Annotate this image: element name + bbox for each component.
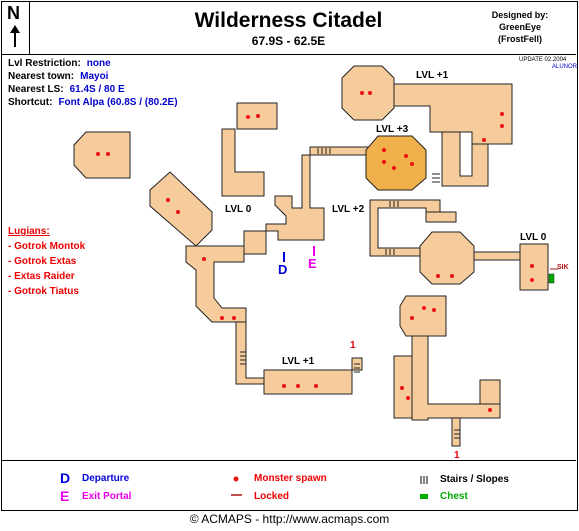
- label-lvl1-bottom: LVL +1: [282, 356, 315, 367]
- header: N Wilderness Citadel 67.9S - 62.5E Desig…: [1, 1, 576, 55]
- corridor: [425, 211, 457, 223]
- label-lvl2: LVL +2: [332, 204, 365, 215]
- room: [73, 131, 131, 179]
- legend-divider: [1, 460, 576, 461]
- room: [221, 128, 265, 197]
- update-author: ALUNOR: [552, 64, 578, 70]
- legend-chest: Chest: [440, 491, 468, 502]
- credits: Designed by: GreenEye (FrostFell): [470, 9, 570, 45]
- legend-exit: Exit Portal: [82, 491, 132, 502]
- map-title: Wilderness Citadel: [194, 9, 383, 32]
- monster-spawn-icon: [96, 91, 534, 412]
- label-lvl3: LVL +3: [376, 124, 409, 135]
- room: [263, 357, 363, 395]
- legend-chest-icon: [420, 494, 428, 499]
- legend-locked: Locked: [254, 491, 290, 502]
- room: [393, 83, 513, 145]
- marker-1: 1: [350, 340, 356, 351]
- footer-copyright: © ACMAPS - http://www.acmaps.com: [189, 512, 390, 526]
- legend-monster: Monster spawn: [254, 473, 327, 484]
- legend-departure: Departure: [82, 473, 130, 484]
- lugians-title: Lugians:: [8, 226, 50, 237]
- chest-icon: [548, 273, 555, 284]
- legend-exit-mark: E: [60, 488, 70, 504]
- legend-spawn-icon: [233, 476, 239, 482]
- corridor: [411, 335, 501, 447]
- legend-stairs-icon: [420, 476, 428, 484]
- corridor: [473, 251, 521, 261]
- departure-marker: D: [278, 262, 288, 277]
- info-lvl: Lvl Restriction:none: [8, 58, 111, 69]
- legend-departure-mark: D: [60, 470, 71, 486]
- info-shortcut: Shortcut:Font Alpa (60.8S / (80.2E): [8, 97, 178, 108]
- lugian-item: - Gotrok Tiatus: [8, 286, 79, 297]
- lugian-item: - Gotrok Extas: [8, 256, 77, 267]
- corridor: [243, 154, 325, 255]
- exit-marker: E: [308, 256, 317, 271]
- info-ls: Nearest LS:61.4S / 80 E: [8, 84, 125, 95]
- north-label: N: [7, 3, 20, 23]
- room: [419, 231, 475, 285]
- map-coordinates: 67.9S - 62.5E: [251, 34, 326, 48]
- legend-locked-icon: [231, 494, 242, 496]
- stairs-icon: [240, 148, 460, 439]
- compass: N: [1, 1, 30, 54]
- corridor: [235, 321, 265, 385]
- label-lvl1-top: LVL +1: [416, 70, 449, 81]
- marker-1: 1: [454, 450, 460, 461]
- room-lvl3: [365, 135, 427, 191]
- north-arrow-icon: [10, 25, 20, 47]
- info-town: Nearest town:Mayoi: [8, 71, 109, 82]
- corridor: [441, 131, 489, 187]
- corridor: [309, 146, 369, 156]
- lugian-item: - Gotrok Montok: [8, 241, 86, 252]
- room: [149, 171, 213, 247]
- credit-author-alias: (FrostFell): [498, 34, 542, 44]
- label-lvl0-right: LVL 0: [520, 232, 547, 243]
- room: [399, 295, 447, 337]
- corridor: [185, 245, 247, 323]
- legend-stairs: Stairs / Slopes: [440, 474, 509, 485]
- credit-label: Designed by:: [491, 10, 549, 20]
- update-date: UPDATE 02.2004: [519, 57, 567, 63]
- corridor: [479, 379, 501, 405]
- credit-author: GreenEye: [498, 22, 542, 32]
- lugian-item: - Extas Raider: [8, 271, 75, 282]
- locked-label: SIK: [557, 264, 569, 271]
- room: [519, 243, 549, 291]
- label-lvl0-center: LVL 0: [225, 204, 252, 215]
